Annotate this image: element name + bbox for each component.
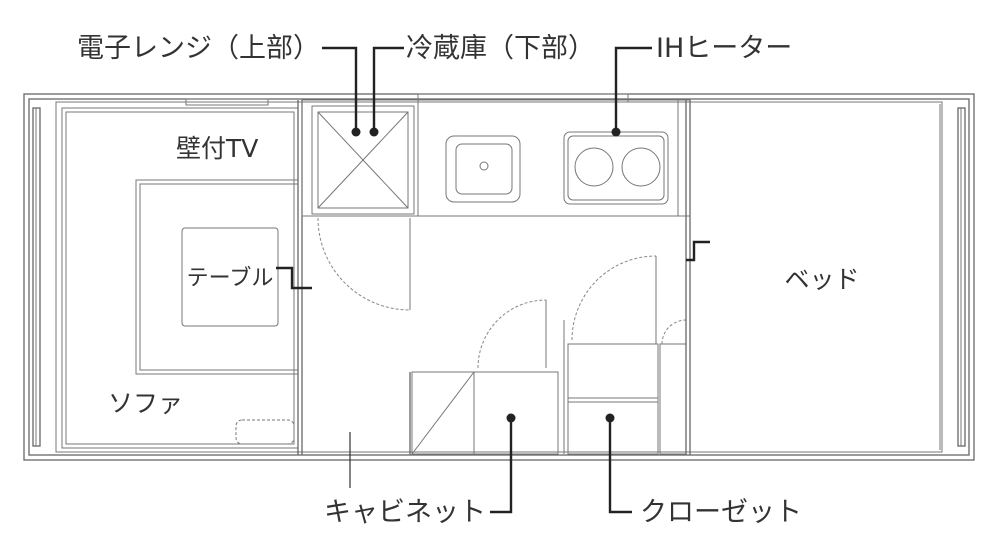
bed-area [685, 100, 941, 455]
ih-heater [563, 131, 669, 205]
cushion [235, 419, 295, 445]
closet-label: クローゼット [640, 497, 802, 528]
sofa-label: ソファ [108, 389, 183, 418]
kitchen-counter [301, 99, 691, 217]
top-window [185, 98, 269, 106]
left-window [32, 107, 41, 447]
sink [445, 135, 521, 203]
bed-label: ベッド [784, 265, 859, 294]
ih-heater-label: IHヒーター [656, 33, 792, 64]
step-mark-living [276, 266, 312, 290]
table-label: テーブル [187, 266, 274, 291]
wall-tv-label: 壁付TV [176, 134, 258, 163]
leaders [322, 46, 652, 514]
fridge-microwave-box [311, 105, 415, 215]
table-outline [181, 227, 279, 327]
fridge-label: 冷蔵庫（下部） [406, 33, 595, 64]
right-window [957, 107, 966, 447]
step-mark-bed [686, 240, 710, 262]
kitchen-window [417, 93, 629, 103]
cabinet-label: キャビネット [324, 497, 486, 528]
cabinet-closet-zone [409, 255, 687, 455]
microwave-label: 電子レンジ（上部） [77, 33, 320, 64]
kitchen-end-panel [677, 99, 691, 217]
fridge-door-swing [317, 217, 411, 311]
